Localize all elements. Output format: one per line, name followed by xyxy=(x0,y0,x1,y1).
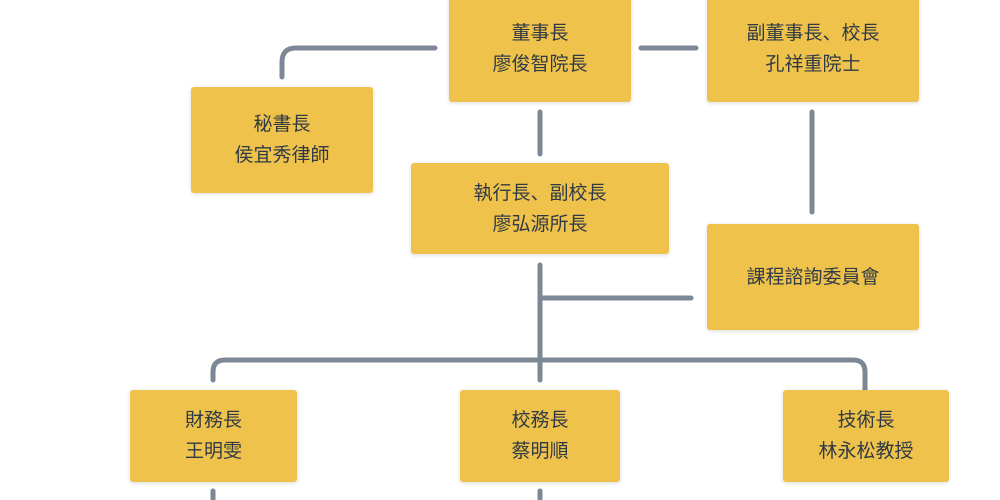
node-title: 執行長、副校長 xyxy=(473,181,607,204)
node-ceo: 執行長、副校長 廖弘源所長 xyxy=(411,163,669,254)
connector-chairman-secretary xyxy=(279,45,438,80)
node-person: 侯宜秀律師 xyxy=(234,144,330,166)
node-title: 校務長 xyxy=(511,409,569,431)
node-person: 王明雯 xyxy=(184,440,242,462)
node-curriculum-committee: 課程諮詢委員會 xyxy=(707,224,919,330)
node-chairman: 董事長 廖俊智院長 xyxy=(449,0,631,102)
connector-branch xyxy=(210,357,868,394)
node-title: 技術長 xyxy=(837,409,895,431)
node-secretary: 秘書長 侯宜秀律師 xyxy=(191,87,373,193)
node-person: 廖俊智院長 xyxy=(492,53,588,75)
node-person: 林永松教授 xyxy=(818,440,914,462)
node-school-affairs: 校務長 蔡明順 xyxy=(460,390,620,482)
node-vice-chairman: 副董事長、校長 孔祥重院士 xyxy=(707,0,919,102)
node-title: 財務長 xyxy=(184,409,242,431)
node-person: 蔡明順 xyxy=(511,440,569,462)
node-title: 課程諮詢委員會 xyxy=(746,265,880,288)
node-cto: 技術長 林永松教授 xyxy=(783,390,949,482)
node-finance: 財務長 王明雯 xyxy=(130,390,297,482)
node-title: 董事長 xyxy=(511,22,569,44)
node-person: 孔祥重院士 xyxy=(765,53,861,75)
node-title: 秘書長 xyxy=(253,113,311,135)
node-person: 廖弘源所長 xyxy=(492,212,588,235)
node-title: 副董事長、校長 xyxy=(746,22,880,44)
